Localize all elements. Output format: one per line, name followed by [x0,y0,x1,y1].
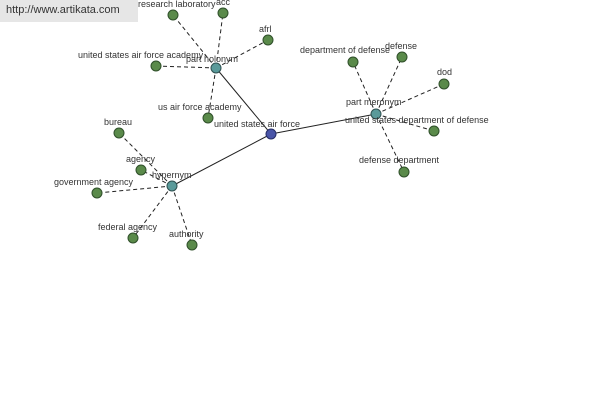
edge-center-hypernym [171,133,272,187]
edge-part-holonym-usafa [155,65,217,69]
edge-hypernym-bureau [118,132,173,187]
node-defense[interactable] [396,51,408,63]
label-government-agency: government agency [54,177,134,187]
label-department-of-defense: department of defense [300,45,390,55]
edge-hypernym-agency [140,169,173,187]
edge-hypernym-government-agency [96,185,173,194]
node-agency[interactable] [135,164,147,176]
node-federal-agency[interactable] [127,232,139,244]
label-authority: authority [169,229,204,239]
node-center[interactable] [265,128,277,140]
node-bureau[interactable] [113,127,125,139]
node-government-agency[interactable] [91,187,103,199]
label-afrl: afrl [259,24,272,34]
edge-hypernym-federal-agency [132,185,173,239]
edge-center-part-holonym [215,67,272,135]
edge-part-holonym-us-air-force-academy [207,67,217,119]
edge-part-holonym-acc [215,12,224,69]
label-agency: agency [126,154,156,164]
edge-part-meronym-usdod [375,113,435,132]
edge-part-holonym-afrl [215,39,269,69]
label-us-air-force-academy: us air force academy [158,102,242,112]
label-united-states-department-of-defense: united states department of defense [345,115,489,125]
edge-part-meronym-department-of-defense [352,61,377,115]
edge-hypernym-authority [171,185,193,246]
edge-part-meronym-defense-department [375,113,405,173]
node-hypernym[interactable] [166,180,178,192]
node-research-laboratory[interactable] [167,9,179,21]
node-department-of-defense[interactable] [347,56,359,68]
label-hypernym: hypernym [152,170,192,180]
edge-part-meronym-dod [375,83,445,115]
label-acc: acc [216,0,231,7]
node-us-air-force-academy[interactable] [202,112,214,124]
node-united-states-air-force-academy[interactable] [150,60,162,72]
label-part-holonym: part holonym [186,54,238,64]
edge-part-meronym-defense [375,56,403,115]
node-afrl[interactable] [262,34,274,46]
label-united-states-air-force-academy: united states air force academy [78,50,204,60]
source-url-link[interactable]: http://www.artikata.com [0,0,138,22]
edge-center-part-meronym [270,113,377,135]
label-defense: defense [385,41,417,51]
node-united-states-department-of-defense[interactable] [428,125,440,137]
label-research-laboratory: research laboratory [138,0,216,9]
edge-part-holonym-research-laboratory [172,14,217,69]
label-part-meronym: part meronym [346,97,402,107]
label-defense-department: defense department [359,155,440,165]
label-center: united states air force [214,119,300,129]
node-acc[interactable] [217,7,229,19]
node-part-holonym[interactable] [210,62,222,74]
node-dod[interactable] [438,78,450,90]
label-federal-agency: federal agency [98,222,158,232]
node-part-meronym[interactable] [370,108,382,120]
node-authority[interactable] [186,239,198,251]
label-bureau: bureau [104,117,132,127]
node-defense-department[interactable] [398,166,410,178]
label-dod: dod [437,67,452,77]
